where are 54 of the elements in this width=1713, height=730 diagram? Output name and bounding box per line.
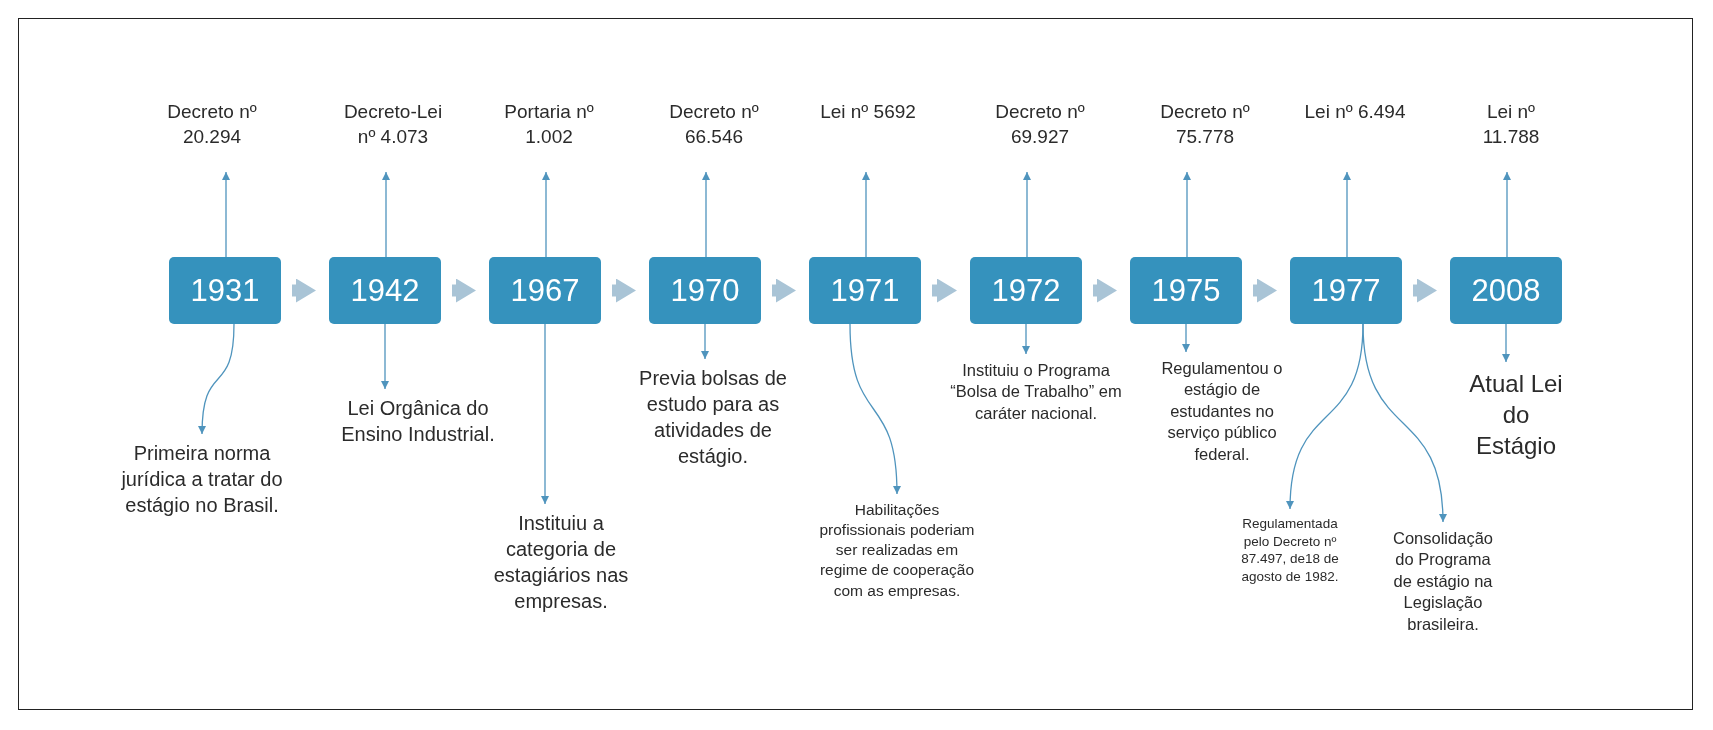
description-text: Instituiu a categoria de estagiários nas empresas. [492, 511, 630, 614]
year-box: 1931 [169, 257, 281, 324]
description-text: Regulamentou o estágio de estudantes no serviço público federal. [1160, 358, 1284, 465]
law-reference: Lei nº 5692 [819, 100, 917, 124]
law-reference: Decreto nº 69.927 [994, 100, 1086, 149]
description-text: Lei Orgânica do Ensino Industrial. [340, 396, 496, 447]
chevron-arrow [932, 278, 957, 303]
arrow [1183, 171, 1191, 258]
description-text: Atual Lei do Estágio [1468, 369, 1564, 462]
law-reference: Lei nº 6.494 [1303, 100, 1407, 124]
arrow [541, 323, 549, 505]
year-box: 1967 [489, 257, 601, 324]
chevron-arrow [1413, 278, 1437, 303]
arrow [1362, 323, 1447, 523]
year-box: 2008 [1450, 257, 1562, 324]
arrow [1503, 171, 1511, 258]
description-text: Instituiu o Programa “Bolsa de Trabalho” em caráter nacional. [949, 360, 1123, 424]
year-box: 1971 [809, 257, 921, 324]
law-reference: Decreto nº 75.778 [1159, 100, 1251, 149]
year-box: 1977 [1290, 257, 1402, 324]
arrow [1502, 323, 1510, 363]
arrow [222, 171, 230, 258]
description-text: Primeira norma jurídica a tratar do estágio no Brasil. [120, 441, 284, 518]
description-text: Consolidação do Programa de estágio na Legislação brasileira. [1392, 528, 1494, 635]
arrow [702, 171, 710, 258]
chevron-arrow [1253, 278, 1277, 303]
law-reference: Lei nº 11.788 [1481, 100, 1541, 149]
arrow [1022, 323, 1030, 355]
law-reference: Decreto nº 66.546 [668, 100, 760, 149]
arrow [1023, 171, 1031, 258]
arrow [542, 171, 550, 258]
description-text: Previa bolsas de estudo para as atividades de estágio. [638, 366, 788, 469]
arrow [381, 323, 389, 390]
chevron-arrow [452, 278, 476, 303]
arrow [198, 323, 235, 435]
chevron-arrow [612, 278, 636, 303]
law-reference: Decreto nº 20.294 [166, 100, 258, 149]
arrow [382, 171, 390, 258]
year-box: 1970 [649, 257, 761, 324]
chevron-arrow [292, 278, 316, 303]
arrow [701, 323, 709, 360]
year-box: 1975 [1130, 257, 1242, 324]
arrow [1182, 323, 1190, 353]
chevron-arrow [772, 278, 796, 303]
year-box: 1942 [329, 257, 441, 324]
year-box: 1972 [970, 257, 1082, 324]
arrow [849, 323, 901, 495]
chevron-arrow [1093, 278, 1117, 303]
law-reference: Portaria nº 1.002 [503, 100, 595, 149]
description-text: Habilitações profissionais poderiam ser realizadas em regime de cooperação com as empresas. [818, 500, 976, 601]
arrow [862, 171, 870, 258]
description-text: Regulamentada pelo Decreto nº 87.497, de18 de agosto de 1982. [1240, 515, 1340, 586]
arrow [1343, 171, 1351, 258]
law-reference: Decreto-Lei nº 4.073 [342, 100, 444, 149]
